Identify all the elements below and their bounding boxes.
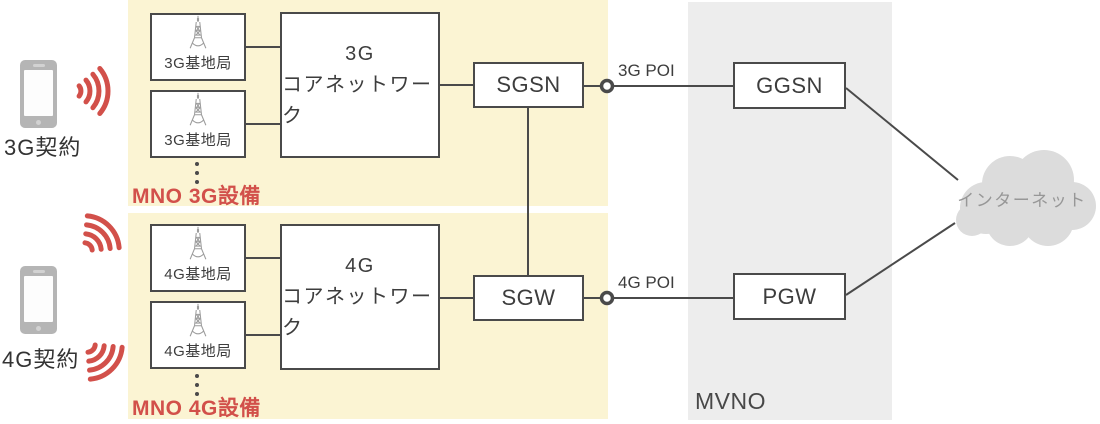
smartphone-icon-4g — [20, 266, 57, 334]
subscriber-4g-label: 4G契約 — [2, 347, 80, 372]
phone-speaker — [32, 64, 45, 67]
smartphone-icon-3g — [20, 60, 57, 128]
subscriber-3g-label: 3G契約 — [4, 135, 82, 160]
node-box-sgw: SGW — [473, 275, 584, 321]
base-station-tower-icon — [189, 92, 207, 126]
core-network-box-4g: 4G コアネットワーク — [280, 224, 440, 370]
base-station-box-3g-2: 3G基地局 — [150, 90, 246, 158]
core-network-box-3g: 3G コアネットワーク — [280, 12, 440, 158]
mno-3g-panel-label: MNO 3G設備 — [132, 185, 261, 208]
base-station-label: 4G基地局 — [164, 266, 232, 283]
internet-label: インターネット — [957, 191, 1087, 210]
base-station-label: 3G基地局 — [164, 132, 232, 149]
base-station-tower-icon — [189, 226, 207, 260]
phone-screen — [24, 276, 53, 322]
core-network-line2: コアネットワーク — [282, 73, 433, 127]
node-box-pgw: PGW — [733, 273, 846, 320]
mno-4g-panel-label: MNO 4G設備 — [132, 397, 261, 420]
internet-cloud: インターネット — [946, 144, 1098, 252]
base-station-label: 3G基地局 — [164, 55, 232, 72]
node-box-sgsn: SGSN — [473, 62, 584, 108]
base-station-box-4g-1: 4G基地局 — [150, 224, 246, 292]
core-network-line1: 4G — [345, 254, 375, 277]
phone-speaker — [32, 270, 45, 273]
base-station-label: 4G基地局 — [164, 343, 232, 360]
core-network-line2: コアネットワーク — [282, 285, 433, 339]
poi-4g-label: 4G POI — [618, 273, 675, 292]
mvno-panel-label: MVNO — [695, 388, 766, 414]
radio-waves-icon — [76, 66, 111, 116]
more-base-stations-ellipsis — [195, 374, 199, 396]
phone-home-button — [36, 120, 41, 125]
radio-waves-icon — [82, 213, 122, 253]
internet-cloud-icon — [956, 150, 1096, 246]
poi-connector-dot-4g — [599, 290, 615, 306]
phone-screen — [24, 70, 53, 116]
base-station-box-4g-2: 4G基地局 — [150, 301, 246, 369]
base-station-tower-icon — [189, 15, 207, 49]
poi-connector-dot-3g — [599, 78, 615, 94]
core-network-line1: 3G — [345, 42, 375, 65]
node-box-ggsn: GGSN — [733, 62, 846, 109]
base-station-tower-icon — [189, 303, 207, 337]
more-base-stations-ellipsis — [195, 162, 199, 184]
poi-3g-label: 3G POI — [618, 61, 675, 80]
phone-home-button — [36, 326, 41, 331]
base-station-box-3g-1: 3G基地局 — [150, 13, 246, 81]
radio-waves-icon — [85, 342, 125, 382]
